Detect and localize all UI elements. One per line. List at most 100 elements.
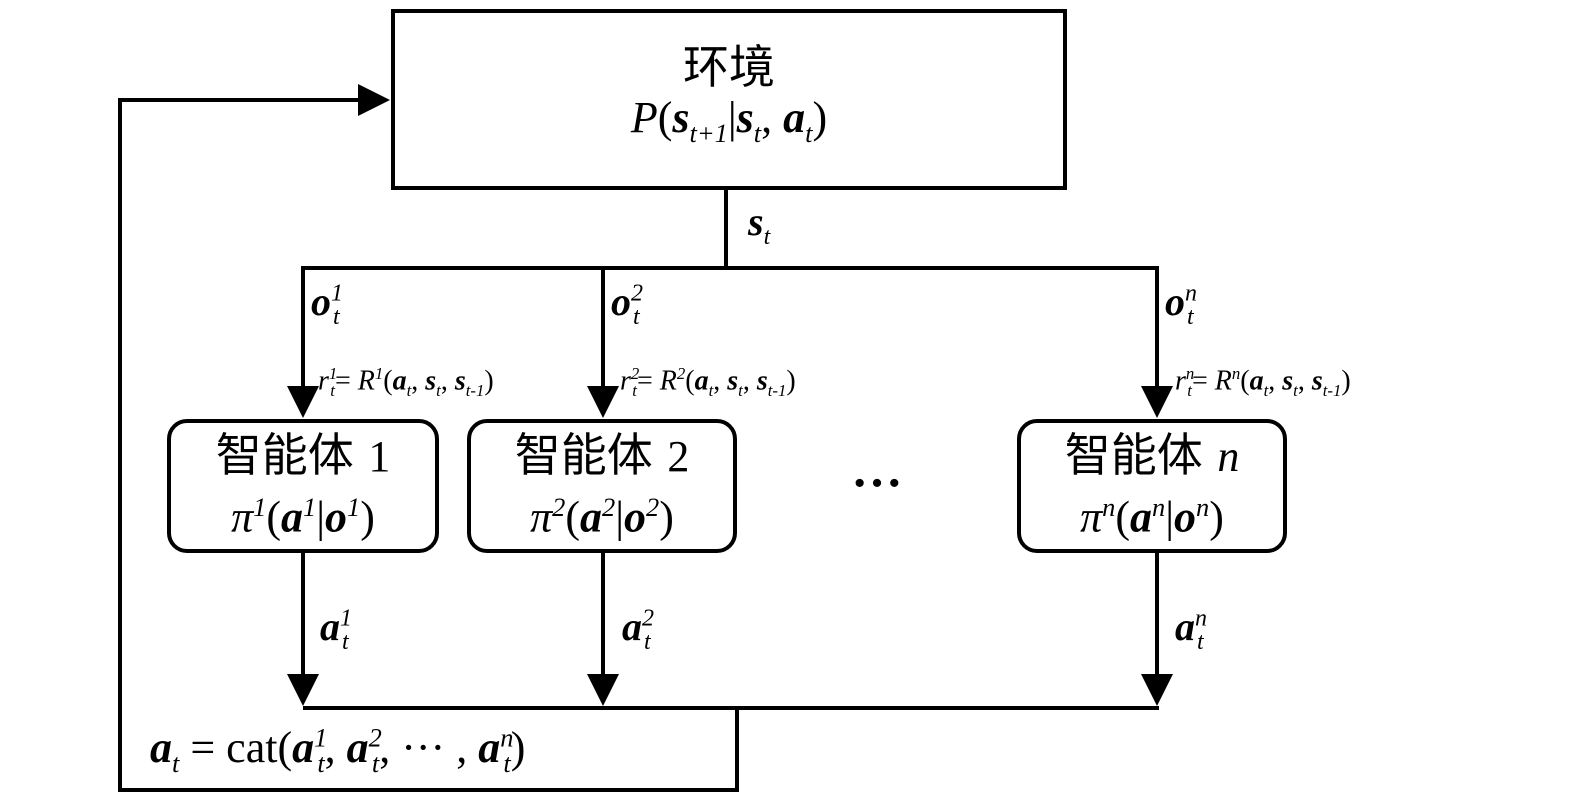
- reward-arg: s: [454, 365, 466, 397]
- agent-policy: πn(an|on): [1080, 492, 1224, 542]
- obs-sub: t: [633, 304, 640, 330]
- reward-arg: a: [1249, 365, 1264, 397]
- policy-symbol: π: [530, 492, 553, 542]
- observation-label-1: o1t: [311, 278, 343, 331]
- reward-arg-sub: t-1: [767, 380, 787, 400]
- reward-arg-sub: t: [1293, 380, 1298, 400]
- state-var: s: [748, 199, 764, 244]
- obs-var: o: [311, 279, 331, 324]
- formula-func: P: [630, 93, 658, 143]
- obs-var: o: [1165, 279, 1185, 324]
- agent-box-n: 智能体 n πn(an|on): [1017, 419, 1287, 553]
- action-label-2: a2t: [622, 603, 654, 656]
- formula-var: s: [736, 93, 754, 143]
- state-label: st: [748, 198, 770, 251]
- reward-arg: s: [1311, 365, 1323, 397]
- reward-arg: a: [392, 365, 407, 397]
- reward-arg-sub: t-1: [1322, 380, 1342, 400]
- agent-title: 智能体 2: [515, 429, 690, 482]
- reward-func: R: [357, 365, 375, 397]
- policy-action-sup: n: [1152, 492, 1166, 523]
- reward-arg: a: [694, 365, 709, 397]
- reward-arg: s: [756, 365, 768, 397]
- reward-label-2: r2t= R2(at, st, st-1): [620, 364, 796, 400]
- state-sub: t: [763, 224, 771, 250]
- agent-index: 2: [667, 432, 690, 482]
- reward-arg-sub: t-1: [465, 380, 485, 400]
- agent-title-text: 智能体: [514, 428, 653, 483]
- transition-formula: P(st+1|st, at): [630, 93, 828, 148]
- agent-box-2: 智能体 2 π2(a2|o2): [467, 419, 737, 553]
- action-sub: t: [342, 629, 349, 655]
- reward-arg: s: [1282, 365, 1294, 397]
- reward-var: r: [620, 365, 631, 397]
- reward-arg-sub: t: [406, 380, 412, 400]
- agent-index: 1: [368, 432, 391, 482]
- formula-var: a: [783, 93, 806, 143]
- joint-item-sub: t: [317, 747, 325, 778]
- equals-sign: =: [190, 723, 216, 772]
- action-label-1: a1t: [320, 603, 352, 656]
- policy-obs-sup: n: [1196, 492, 1210, 523]
- reward-func: R: [659, 365, 677, 397]
- observation-label-2: o2t: [611, 278, 643, 331]
- agent-title-text: 智能体: [1064, 428, 1203, 483]
- policy-action-sup: 1: [303, 492, 317, 523]
- reward-arg: s: [425, 365, 437, 397]
- action-sub: t: [644, 629, 651, 655]
- concat-func: cat: [226, 723, 278, 772]
- reward-arg-sub: t: [1263, 380, 1269, 400]
- agent-title: 智能体 n: [1065, 429, 1240, 482]
- joint-item: a: [478, 723, 501, 772]
- policy-action: a: [281, 492, 304, 542]
- reward-sup: 1: [328, 364, 338, 383]
- policy-obs: o: [624, 492, 647, 542]
- reward-sup: 2: [630, 364, 640, 383]
- agent-policy: π2(a2|o2): [530, 492, 674, 542]
- joint-lhs-sub: t: [172, 747, 180, 778]
- joint-item: a: [346, 723, 369, 772]
- reward-sub: t: [330, 380, 335, 400]
- action-var: a: [320, 604, 340, 649]
- obs-var: o: [611, 279, 631, 324]
- action-sup: 1: [340, 605, 352, 632]
- joint-action-formula: at = cat(a1t, a2t, ··· , ant): [150, 722, 526, 778]
- policy-symbol: π: [231, 492, 254, 542]
- obs-sup: 2: [631, 280, 643, 307]
- obs-sub: t: [1187, 304, 1194, 330]
- action-label-n: ant: [1175, 603, 1207, 656]
- action-sup: n: [1195, 605, 1207, 632]
- policy-action: a: [580, 492, 603, 542]
- reward-sub: t: [632, 380, 637, 400]
- action-sup: 2: [642, 605, 654, 632]
- reward-func-sup: 2: [676, 364, 686, 383]
- reward-func-sup: 1: [374, 364, 384, 383]
- action-var: a: [622, 604, 642, 649]
- obs-sup: n: [1185, 280, 1197, 307]
- obs-sup: 1: [331, 280, 343, 307]
- reward-arg-sub: t: [708, 380, 714, 400]
- reward-sup: n: [1185, 364, 1195, 383]
- joint-dots: ···: [401, 723, 446, 772]
- observation-label-n: ont: [1165, 278, 1197, 331]
- joint-item: a: [292, 723, 315, 772]
- action-sub: t: [1197, 629, 1204, 655]
- reward-label-n: rnt= Rn(at, st, st-1): [1175, 364, 1351, 400]
- joint-item-sub: t: [371, 747, 380, 778]
- policy-obs-sup: 2: [646, 492, 660, 523]
- policy-symbol: π: [1080, 492, 1103, 542]
- joint-lhs: a: [150, 723, 172, 772]
- agent-title: 智能体 1: [216, 429, 391, 482]
- reward-arg-sub: t: [738, 380, 743, 400]
- reward-func-sup: n: [1231, 364, 1241, 383]
- policy-obs: o: [325, 492, 348, 542]
- concat-box: [118, 708, 739, 792]
- agent-index: n: [1217, 432, 1240, 482]
- reward-var: r: [318, 365, 329, 397]
- reward-arg-sub: t: [436, 380, 441, 400]
- action-var: a: [1175, 604, 1195, 649]
- formula-sub: t: [805, 117, 813, 148]
- policy-obs: o: [1174, 492, 1197, 542]
- obs-sub: t: [333, 304, 340, 330]
